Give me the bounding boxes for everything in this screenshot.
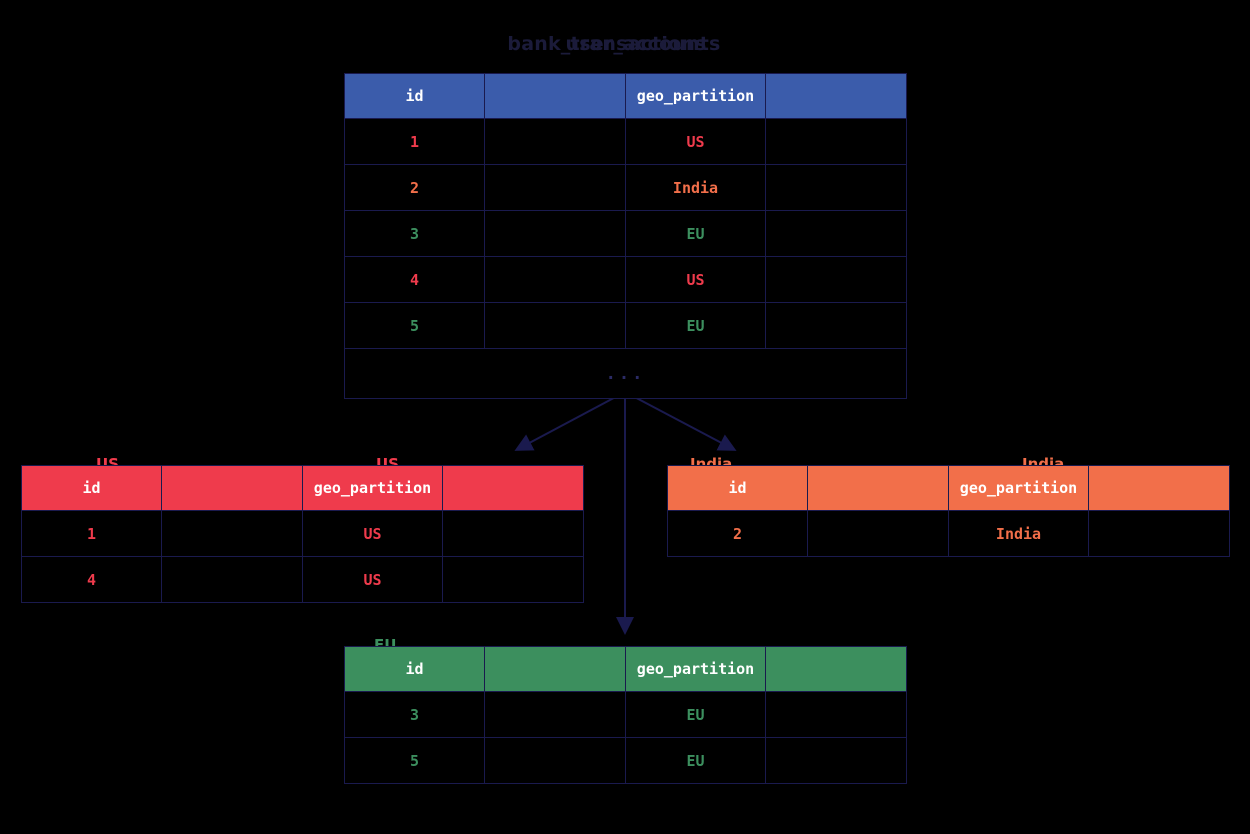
cell-geo-partition: India [625, 164, 766, 211]
cell-blank [484, 256, 626, 303]
more-rows-indicator: ... [344, 348, 907, 399]
cell-blank [161, 556, 303, 603]
cell-id: 2 [344, 164, 485, 211]
cell-blank [1088, 510, 1230, 557]
cell-geo-partition: EU [625, 691, 766, 738]
cell-blank [484, 737, 626, 784]
table-row: 3 EU [344, 210, 907, 257]
column-header-blank-2 [1088, 465, 1230, 511]
partition-table-india: id geo_partition 2 India [667, 465, 1230, 557]
cell-geo-partition: US [302, 556, 443, 603]
cell-blank [484, 210, 626, 257]
cell-geo-partition: EU [625, 302, 766, 349]
cell-blank [765, 164, 907, 211]
edge-to-us [514, 391, 626, 451]
edge-to-india [624, 391, 737, 451]
column-header-geo-partition: geo_partition [625, 646, 766, 692]
cell-geo-partition: India [948, 510, 1089, 557]
diagram-title: bank_transactions user_accounts [0, 33, 1250, 63]
cell-geo-partition: US [625, 256, 766, 303]
cell-blank [765, 302, 907, 349]
column-header-blank-1 [161, 465, 303, 511]
column-header-blank-2 [442, 465, 584, 511]
table-header-row: id geo_partition [667, 465, 1230, 511]
cell-blank [765, 691, 907, 738]
column-header-blank-1 [484, 646, 626, 692]
table-row: 4 US [21, 556, 584, 603]
cell-blank [442, 556, 584, 603]
cell-blank [765, 256, 907, 303]
cell-geo-partition: EU [625, 210, 766, 257]
table-header-row: id geo_partition [344, 646, 907, 692]
cell-id: 3 [344, 691, 485, 738]
cell-blank [442, 510, 584, 557]
cell-geo-partition: US [625, 118, 766, 165]
cell-id: 4 [344, 256, 485, 303]
table-header-row: id geo_partition [21, 465, 584, 511]
column-header-id: id [21, 465, 162, 511]
cell-blank [807, 510, 949, 557]
cell-id: 5 [344, 737, 485, 784]
cell-id: 4 [21, 556, 162, 603]
cell-id: 1 [344, 118, 485, 165]
column-header-blank-1 [807, 465, 949, 511]
table-row: 2 India [344, 164, 907, 211]
table-row: 3 EU [344, 691, 907, 738]
cell-id: 3 [344, 210, 485, 257]
cell-blank [161, 510, 303, 557]
cell-blank [484, 691, 626, 738]
column-header-id: id [667, 465, 808, 511]
cell-id: 5 [344, 302, 485, 349]
table-row: 1 US [344, 118, 907, 165]
column-header-geo-partition: geo_partition [948, 465, 1089, 511]
column-header-id: id [344, 73, 485, 119]
table-row: 5 EU [344, 302, 907, 349]
table-row: 5 EU [344, 737, 907, 784]
cell-geo-partition: EU [625, 737, 766, 784]
cell-blank [484, 302, 626, 349]
column-header-blank-1 [484, 73, 626, 119]
table-row: 4 US [344, 256, 907, 303]
title-primary: bank_transactions [507, 33, 707, 55]
cell-blank [765, 737, 907, 784]
partition-table-eu: id geo_partition 3 EU 5 EU [344, 646, 907, 784]
table-row-more: ... [344, 348, 907, 399]
table-row: 2 India [667, 510, 1230, 557]
cell-blank [484, 164, 626, 211]
column-header-geo-partition: geo_partition [302, 465, 443, 511]
title-secondary: user_accounts [565, 33, 721, 55]
cell-geo-partition: US [302, 510, 443, 557]
cell-blank [765, 118, 907, 165]
source-table: id geo_partition 1 US 2 India 3 EU 4 [344, 73, 907, 399]
table-header-row: id geo_partition [344, 73, 907, 119]
column-header-blank-2 [765, 646, 907, 692]
column-header-id: id [344, 646, 485, 692]
cell-blank [484, 118, 626, 165]
partition-table-us: id geo_partition 1 US 4 US [21, 465, 584, 603]
column-header-geo-partition: geo_partition [625, 73, 766, 119]
cell-id: 1 [21, 510, 162, 557]
column-header-blank-2 [765, 73, 907, 119]
table-row: 1 US [21, 510, 584, 557]
cell-blank [765, 210, 907, 257]
cell-id: 2 [667, 510, 808, 557]
